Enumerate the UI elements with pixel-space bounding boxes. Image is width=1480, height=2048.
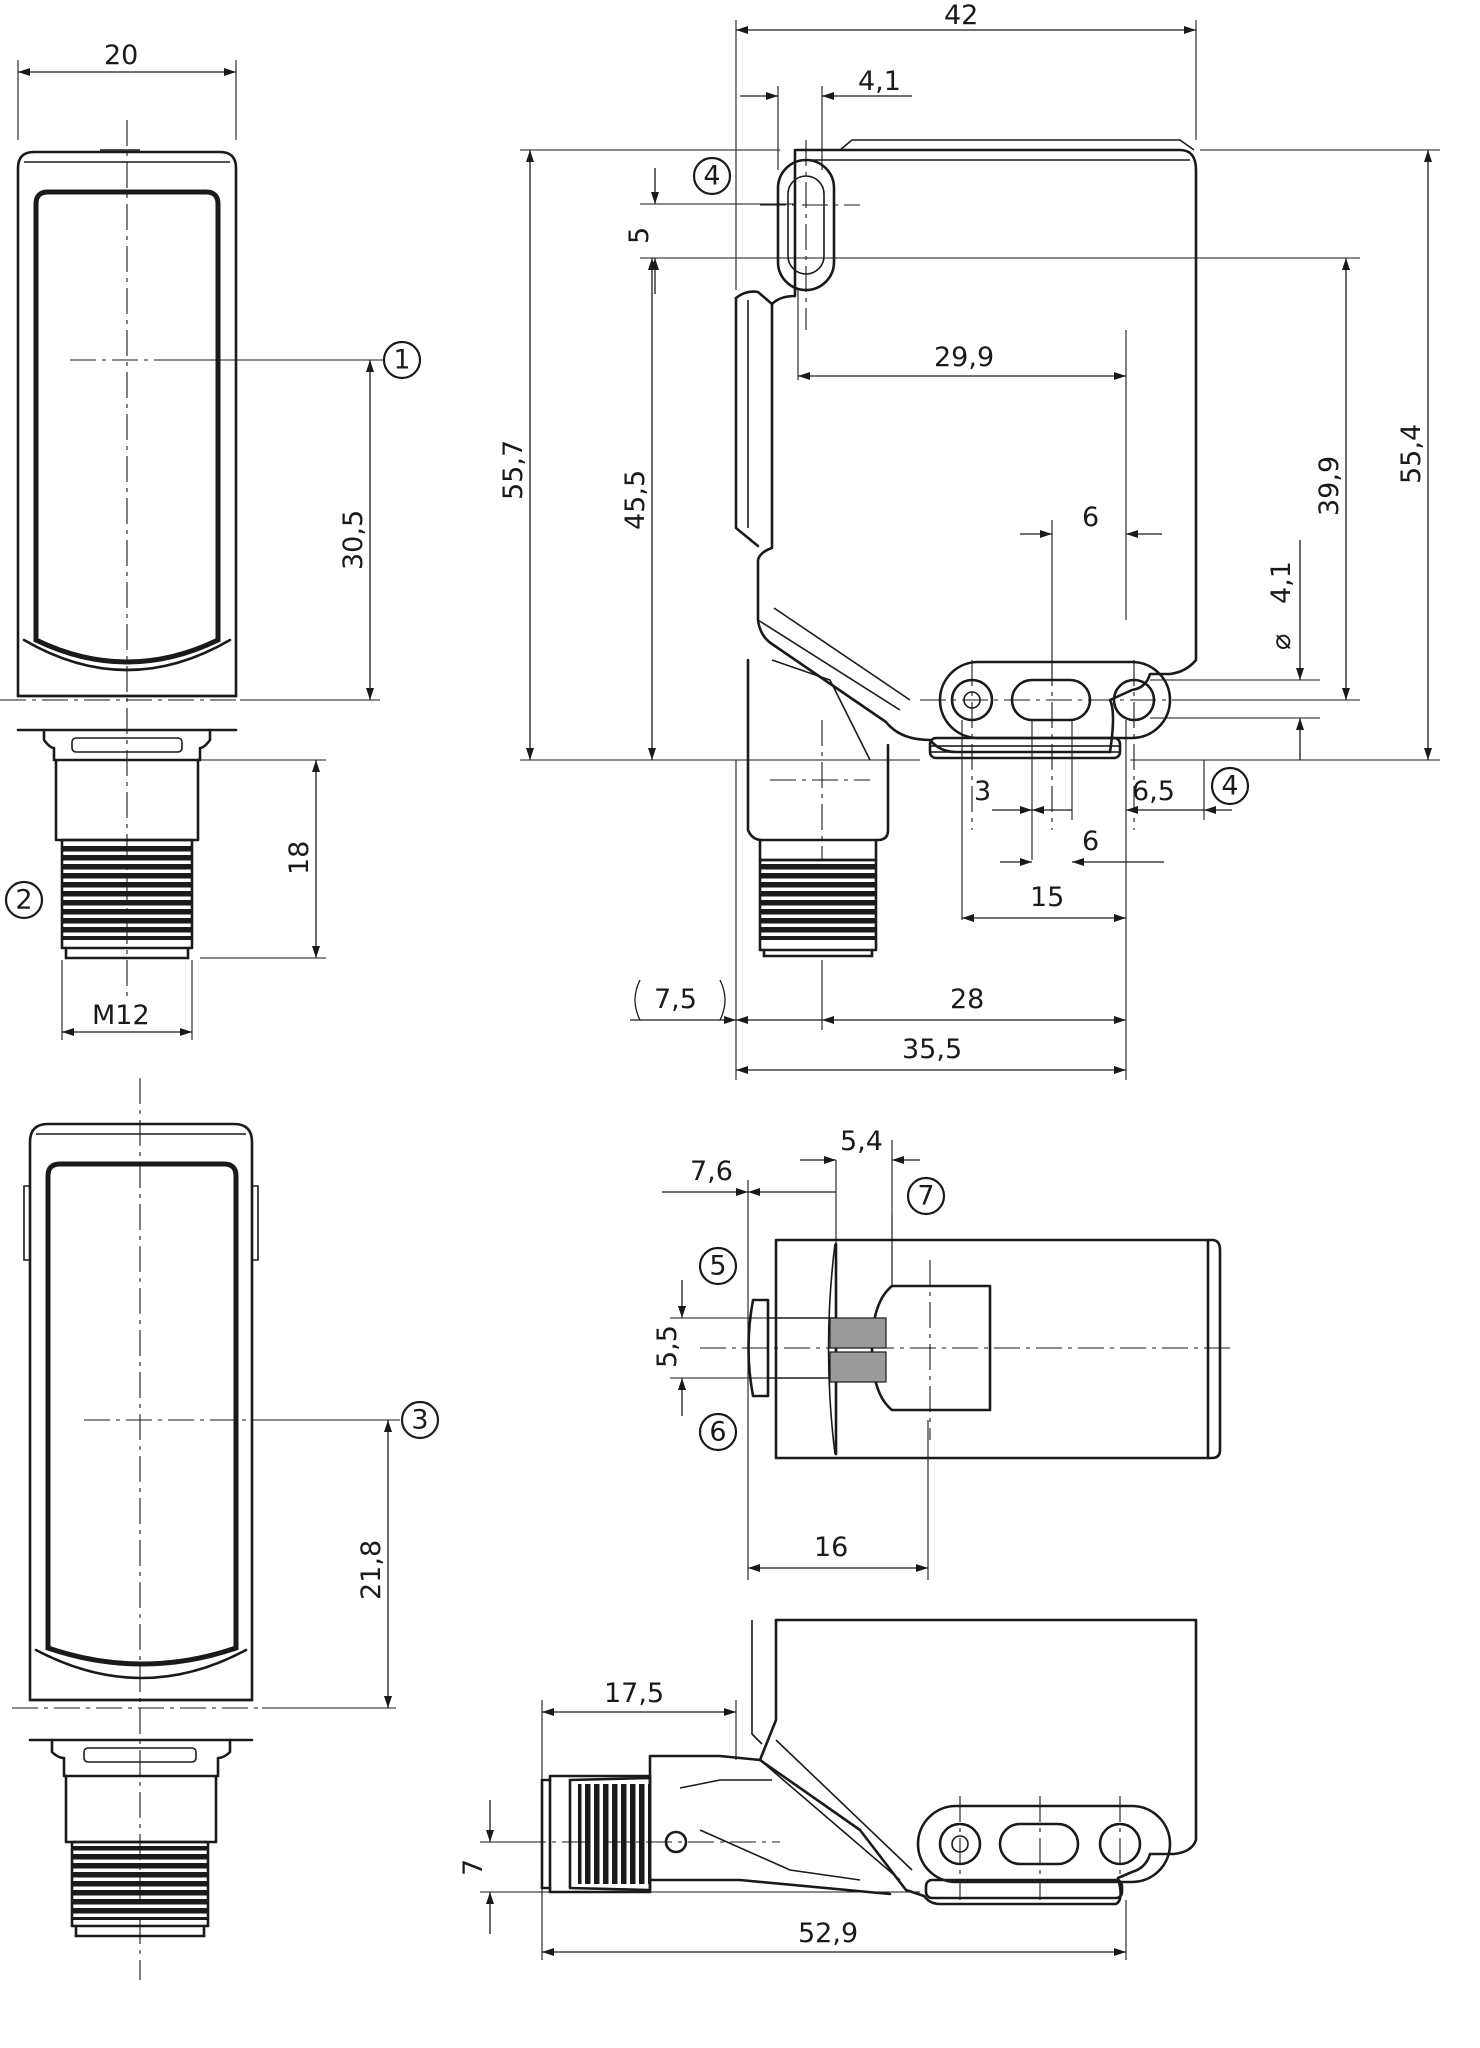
svg-text:1: 1 xyxy=(393,345,410,376)
dim-slot-length: 5 xyxy=(624,227,655,244)
side-view xyxy=(734,139,1320,958)
dim-connector-thread: M12 xyxy=(92,1000,150,1031)
dim-top-led-height: 5,5 xyxy=(652,1325,683,1368)
callout-3: 3 xyxy=(400,1400,440,1440)
callout-4-top: 4 xyxy=(692,156,732,196)
dim-top-depth: 16 xyxy=(814,1532,848,1563)
svg-text:4: 4 xyxy=(703,161,720,192)
front-view xyxy=(0,120,380,1000)
dim-slot-height: 45,5 xyxy=(620,470,651,530)
top-view xyxy=(700,1238,1230,1460)
rotated-connector-view xyxy=(520,1618,1198,1906)
callout-6: 6 xyxy=(698,1412,738,1452)
dimension-labels: 20 30,5 18 M12 42 4,1 5 55,7 45,5 29,9 6… xyxy=(92,0,1427,1949)
dim-total-depth: 35,5 xyxy=(902,1034,962,1065)
dim-slot-offset: 4,1 xyxy=(858,66,901,97)
rear-view xyxy=(12,1078,400,1980)
svg-text:5: 5 xyxy=(709,1251,726,1282)
svg-text:2: 2 xyxy=(15,885,32,916)
dim-top-offset-a: 7,6 xyxy=(690,1156,733,1187)
dim-front-axis-height: 30,5 xyxy=(338,510,369,570)
dim-bottom-span: 15 xyxy=(1030,882,1064,913)
svg-text:4: 4 xyxy=(1221,771,1238,802)
dim-side-width: 42 xyxy=(944,0,978,31)
dim-rotated-total-length: 52,9 xyxy=(798,1918,858,1949)
dim-hole-spacing-horizontal: 29,9 xyxy=(934,342,994,373)
dim-rotated-connector-offset: 17,5 xyxy=(604,1678,664,1709)
dim-front-width: 20 xyxy=(104,40,138,71)
dim-top-offset-b: 5,4 xyxy=(840,1126,883,1157)
dimension-lines xyxy=(17,20,1440,1960)
dim-rear-axis-height: 21,8 xyxy=(356,1540,387,1600)
svg-text:7: 7 xyxy=(917,1181,934,1212)
dim-bottom-slot-width: 6 xyxy=(1082,826,1099,857)
dim-bottom-offset-left: 3 xyxy=(974,776,991,807)
callout-2: 2 xyxy=(4,880,44,920)
callout-7: 7 xyxy=(906,1176,946,1216)
callout-4-bottom: 4 xyxy=(1210,766,1250,806)
dim-slot-width: 6 xyxy=(1082,502,1099,533)
dim-connector-to-hole: 28 xyxy=(950,984,984,1015)
dim-rotated-connector-height: 7 xyxy=(458,1859,489,1876)
dim-total-height-left: 55,7 xyxy=(498,440,529,500)
dim-connector-offset: 7,5 xyxy=(654,984,697,1015)
callout-1: 1 xyxy=(382,340,422,380)
dim-hole-diameter: 4,1 xyxy=(1266,561,1297,604)
callouts: 1 2 3 4 4 5 6 7 xyxy=(4,156,1250,1452)
dim-bottom-offset-right: 6,5 xyxy=(1132,776,1175,807)
svg-text:6: 6 xyxy=(709,1417,726,1448)
dim-diameter-symbol: ⌀ xyxy=(1266,634,1297,650)
dim-connector-length: 18 xyxy=(284,841,315,875)
callout-5: 5 xyxy=(698,1246,738,1286)
dim-hole-spacing-vertical: 39,9 xyxy=(1314,456,1345,516)
dim-total-height-right: 55,4 xyxy=(1396,424,1427,484)
svg-text:3: 3 xyxy=(411,1405,428,1436)
